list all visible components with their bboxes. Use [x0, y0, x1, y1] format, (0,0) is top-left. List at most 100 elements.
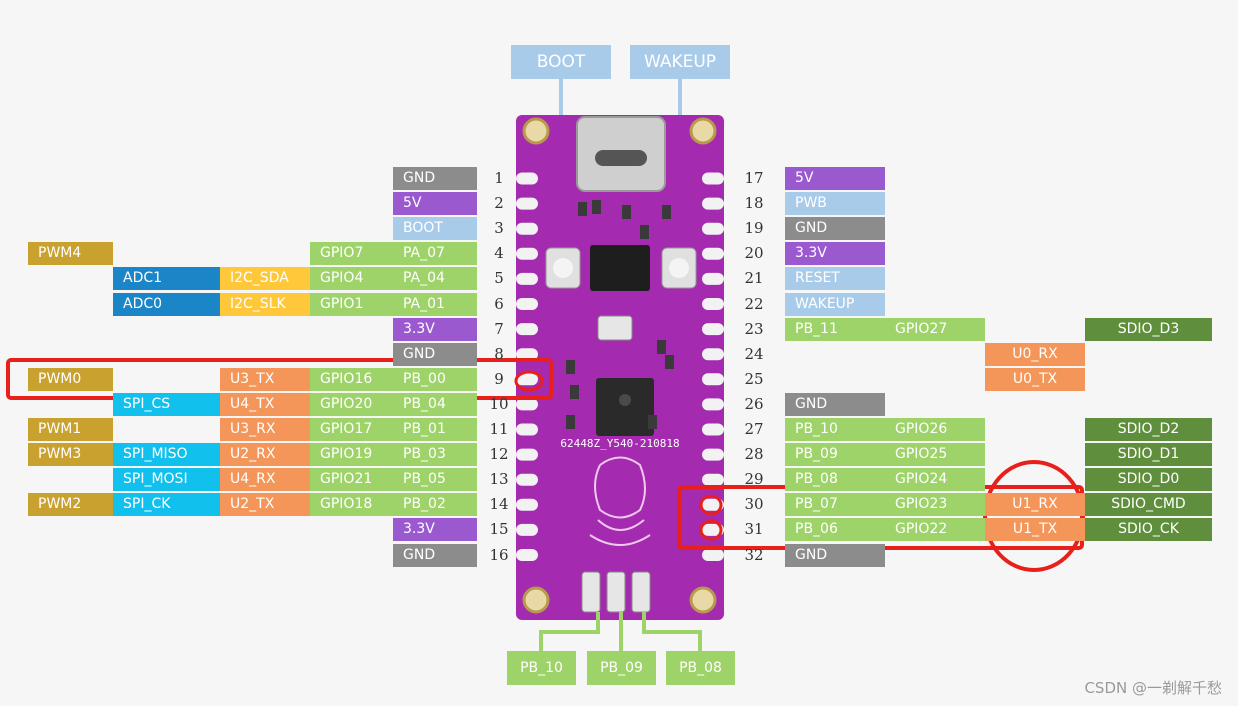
highlight-pad-30 [699, 494, 723, 516]
pin-number-5: 5 [494, 269, 504, 288]
pin-label-28: PB_09 [785, 443, 885, 467]
pin-number-18: 18 [744, 194, 764, 213]
mounting-hole-3 [522, 586, 550, 614]
pin-number-23: 23 [744, 319, 764, 338]
pin-number-12: 12 [489, 445, 509, 464]
left-pad-3 [516, 222, 538, 235]
mounting-hole-2 [689, 117, 717, 145]
main-chip [596, 378, 654, 436]
pwm-label-9: PWM0 [28, 367, 113, 391]
pin-number-7: 7 [494, 319, 504, 338]
pin-number-17: 17 [744, 169, 764, 187]
pin-number-1: 1 [494, 169, 504, 187]
pin-label-23: PB_11 [785, 317, 885, 341]
pin-label-9: PB_00 [393, 367, 477, 391]
smd-component-3 [622, 205, 631, 219]
wakeup-button-label: WAKEUP [630, 45, 730, 79]
left-pad-10 [516, 398, 538, 411]
right-pad-24 [702, 348, 724, 361]
led-3 [631, 571, 651, 613]
sdio-label-30: SDIO_CMD [1085, 493, 1212, 517]
uart-label-12: U2_RX [220, 443, 310, 467]
sdio-label-27: SDIO_D2 [1085, 418, 1212, 441]
gpio-label-4: GPIO7 [310, 242, 394, 266]
right-pad-21 [702, 272, 724, 285]
pin-label-22: WAKEUP [785, 292, 885, 316]
left-pad-4 [516, 247, 538, 260]
gpio-label-12: GPIO19 [310, 443, 394, 467]
pin-number-9: 9 [494, 369, 504, 388]
gpio-label-30: GPIO23 [885, 493, 985, 517]
right-pad-27 [702, 423, 724, 436]
pin-number-24: 24 [744, 344, 764, 363]
sdio-label-29: SDIO_D0 [1085, 468, 1212, 492]
right-pad-19 [702, 222, 724, 235]
uart-label-14: U2_TX [220, 493, 310, 517]
boot-button-cap [553, 258, 573, 278]
pin-label-5: PA_04 [393, 267, 477, 291]
pin-label-12: PB_03 [393, 443, 477, 467]
gpio-label-6: GPIO1 [310, 292, 394, 316]
smd-component-2 [592, 200, 601, 214]
pin-label-4: PA_07 [393, 242, 477, 266]
pin-label-17: 5V [785, 167, 885, 190]
flash-chip [590, 245, 650, 291]
pin-label-26: GND [785, 392, 885, 416]
led-connector-1 [539, 612, 600, 651]
left-pad-9 [516, 373, 538, 386]
pin-label-31: PB_06 [785, 518, 885, 542]
highlight-pad-9 [514, 370, 544, 392]
right-pad-17 [702, 172, 724, 185]
i2c-label-6: I2C_SLK [220, 292, 310, 316]
pin-number-11: 11 [489, 420, 509, 438]
pin-label-18: PWB [785, 192, 885, 216]
led-label-pb10: PB_10 [507, 651, 576, 685]
pin-label-21: RESET [785, 267, 885, 291]
pin-label-11: PB_01 [393, 418, 477, 441]
left-pad-7 [516, 323, 538, 336]
crystal [597, 315, 633, 341]
pin-number-10: 10 [489, 394, 509, 413]
pin-number-28: 28 [744, 445, 764, 464]
uart-label-31: U1_TX [985, 518, 1085, 542]
gpio-label-23: GPIO27 [885, 317, 985, 341]
right-pad-32 [702, 549, 724, 561]
smd-component-5 [662, 205, 671, 219]
adc-label-6: ADC0 [113, 292, 220, 316]
gpio-label-11: GPIO17 [310, 418, 394, 441]
right-pad-29 [702, 473, 724, 486]
silkscreen-figure [589, 456, 651, 546]
pin-number-2: 2 [494, 194, 504, 213]
pin-number-3: 3 [494, 219, 504, 238]
left-pad-16 [516, 549, 538, 561]
right-pad-23 [702, 323, 724, 336]
pin-label-20: 3.3V [785, 242, 885, 266]
gpio-label-31: GPIO22 [885, 518, 985, 542]
smd-component-9 [570, 385, 579, 399]
gpio-label-14: GPIO18 [310, 493, 394, 517]
pin-number-13: 13 [489, 470, 509, 489]
spi-label-10: SPI_CS [113, 392, 220, 416]
sdio-label-28: SDIO_D1 [1085, 443, 1212, 467]
smd-component-4 [640, 225, 649, 239]
pin-number-27: 27 [744, 420, 764, 438]
boot-button-label: BOOT [511, 45, 611, 79]
pin-label-8: GND [393, 342, 477, 366]
right-pad-26 [702, 398, 724, 411]
uart-label-10: U4_TX [220, 392, 310, 416]
smd-component-10 [648, 415, 657, 429]
wakeup-button-cap [669, 258, 689, 278]
pin-number-20: 20 [744, 244, 764, 263]
pin-number-16: 16 [489, 545, 509, 564]
left-pad-13 [516, 473, 538, 486]
board-silkscreen-text: 62448Z_Y540-210818 [560, 437, 679, 450]
gpio-label-27: GPIO26 [885, 418, 985, 441]
led-1 [581, 571, 601, 613]
smd-component-1 [578, 202, 587, 216]
left-pad-2 [516, 197, 538, 210]
gpio-label-29: GPIO24 [885, 468, 985, 492]
smd-component-11 [566, 415, 575, 429]
pwm-label-14: PWM2 [28, 493, 113, 517]
sdio-label-23: SDIO_D3 [1085, 317, 1212, 341]
